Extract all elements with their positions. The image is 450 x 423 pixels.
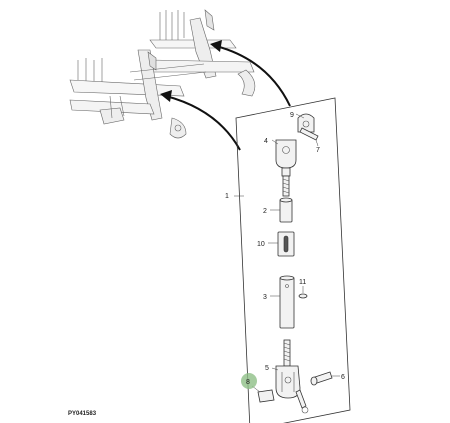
component-box (235, 97, 351, 423)
part-5-lower-yoke (271, 339, 301, 399)
callout-11: 11 (299, 279, 306, 286)
callout-9: 9 (290, 112, 294, 119)
part-4-upper-yoke (271, 139, 297, 177)
callout-2: 2 (263, 208, 267, 215)
pointer-arrows (160, 40, 291, 151)
part-9-clevis (295, 113, 315, 133)
callout-10: 10 (257, 241, 265, 248)
callout-1: 1 (225, 193, 229, 200)
figure-code: PY041583 (68, 411, 97, 417)
part-7-pin (299, 127, 319, 147)
callout-8-highlight (241, 373, 257, 389)
linkage-illustration (69, 9, 256, 139)
part-10-slotted-sleeve (268, 231, 295, 257)
callout-7: 7 (316, 147, 320, 154)
part-8-clip (251, 385, 275, 403)
callout-4: 4 (264, 138, 268, 145)
callout-3: 3 (263, 294, 267, 301)
callout-5: 5 (265, 365, 269, 372)
part-11-ring (298, 286, 308, 299)
part-6-pin (310, 371, 340, 386)
lower-lock-pin (295, 389, 309, 414)
part-2-short-tube (270, 197, 293, 223)
upper-threaded-rod (282, 175, 290, 197)
callout-8: 8 (246, 379, 250, 386)
part-3-main-tube (270, 275, 295, 329)
callout-6: 6 (341, 374, 345, 381)
